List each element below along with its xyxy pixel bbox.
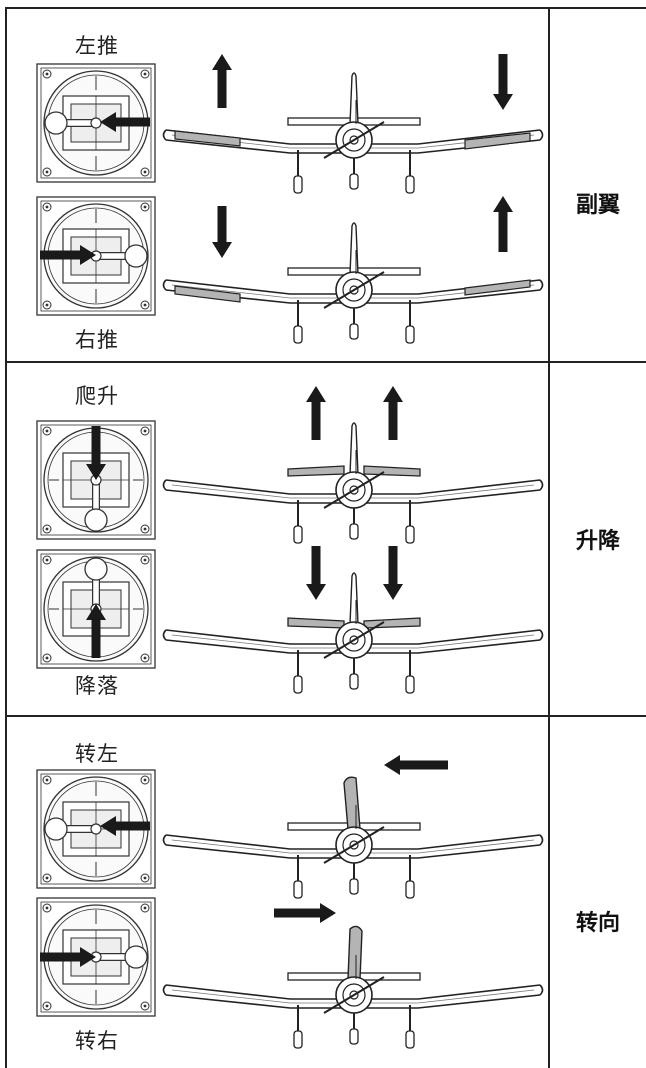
direction-arrow-icon xyxy=(212,206,232,258)
direction-arrow-icon xyxy=(40,245,96,265)
direction-arrow-icon xyxy=(493,54,513,110)
label-descend: 降落 xyxy=(75,674,119,698)
label-climb: 爬升 xyxy=(75,384,119,408)
direction-arrow-icon xyxy=(493,196,513,252)
section-title-rudder: 转向 xyxy=(575,911,620,936)
airplane-front-view-icon xyxy=(162,72,544,194)
direction-arrow-icon xyxy=(212,54,232,108)
transmitter-stick-icon xyxy=(36,769,156,889)
direction-arrow-icon xyxy=(86,426,106,480)
airplane-front-view-icon xyxy=(162,925,544,1049)
direction-arrow-icon xyxy=(306,546,326,600)
airplane-front-view-icon xyxy=(162,422,544,544)
airplane-front-view-icon xyxy=(162,222,544,344)
direction-arrow-icon xyxy=(384,755,448,775)
label-left-push: 左推 xyxy=(75,34,119,58)
section-title-aileron: 副翼 xyxy=(575,193,620,218)
direction-arrow-icon xyxy=(40,947,96,967)
airplane-front-view-icon xyxy=(162,572,544,694)
direction-arrow-icon xyxy=(100,112,150,132)
direction-arrow-icon xyxy=(86,604,106,658)
direction-arrow-icon xyxy=(274,903,336,923)
section-title-elevator: 升降 xyxy=(575,529,620,554)
direction-arrow-icon xyxy=(383,386,403,440)
transmitter-stick-icon xyxy=(36,63,156,183)
airplane-front-view-icon xyxy=(162,776,544,899)
direction-arrow-icon xyxy=(383,546,403,600)
label-right-push: 右推 xyxy=(75,328,119,352)
label-turn-left: 转左 xyxy=(75,742,119,766)
direction-arrow-icon xyxy=(306,386,326,440)
direction-arrow-icon xyxy=(100,816,150,836)
label-turn-right: 转右 xyxy=(75,1029,119,1053)
